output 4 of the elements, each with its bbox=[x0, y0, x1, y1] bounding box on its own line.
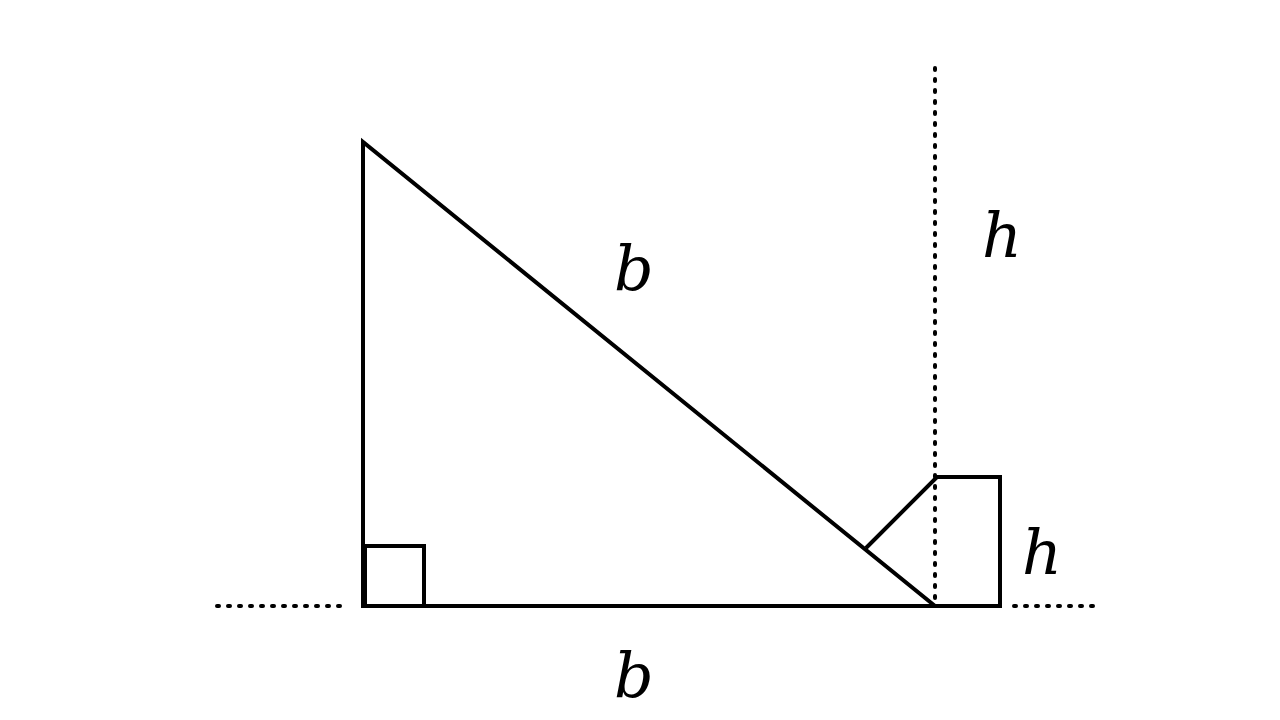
side-label: b bbox=[614, 645, 654, 707]
side-label: h bbox=[1022, 522, 1062, 584]
side-label: b bbox=[614, 238, 654, 300]
side-label: h bbox=[982, 205, 1022, 267]
